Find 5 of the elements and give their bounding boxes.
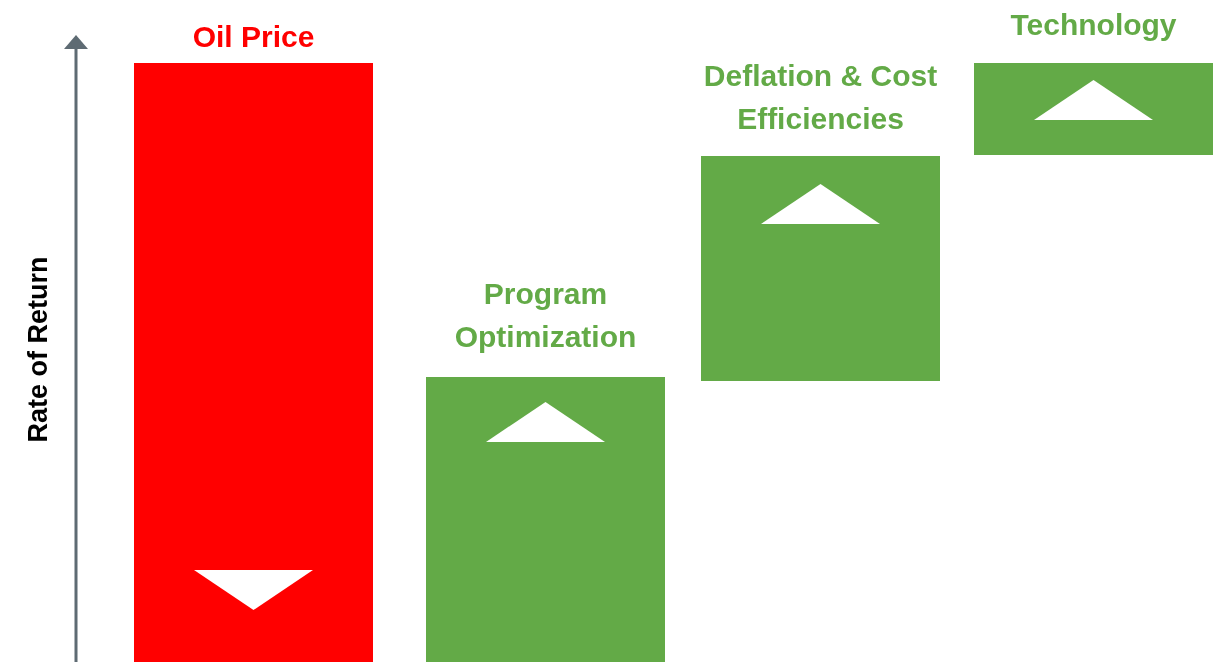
- bar-heading: Oil Price: [191, 19, 316, 55]
- bar-heading: Deflation & Cost Efficiencies: [702, 58, 939, 137]
- bar-heading: Technology: [1009, 7, 1178, 43]
- bar-heading: Program Optimization: [453, 276, 638, 355]
- axis-label: Rate of Return: [22, 255, 54, 445]
